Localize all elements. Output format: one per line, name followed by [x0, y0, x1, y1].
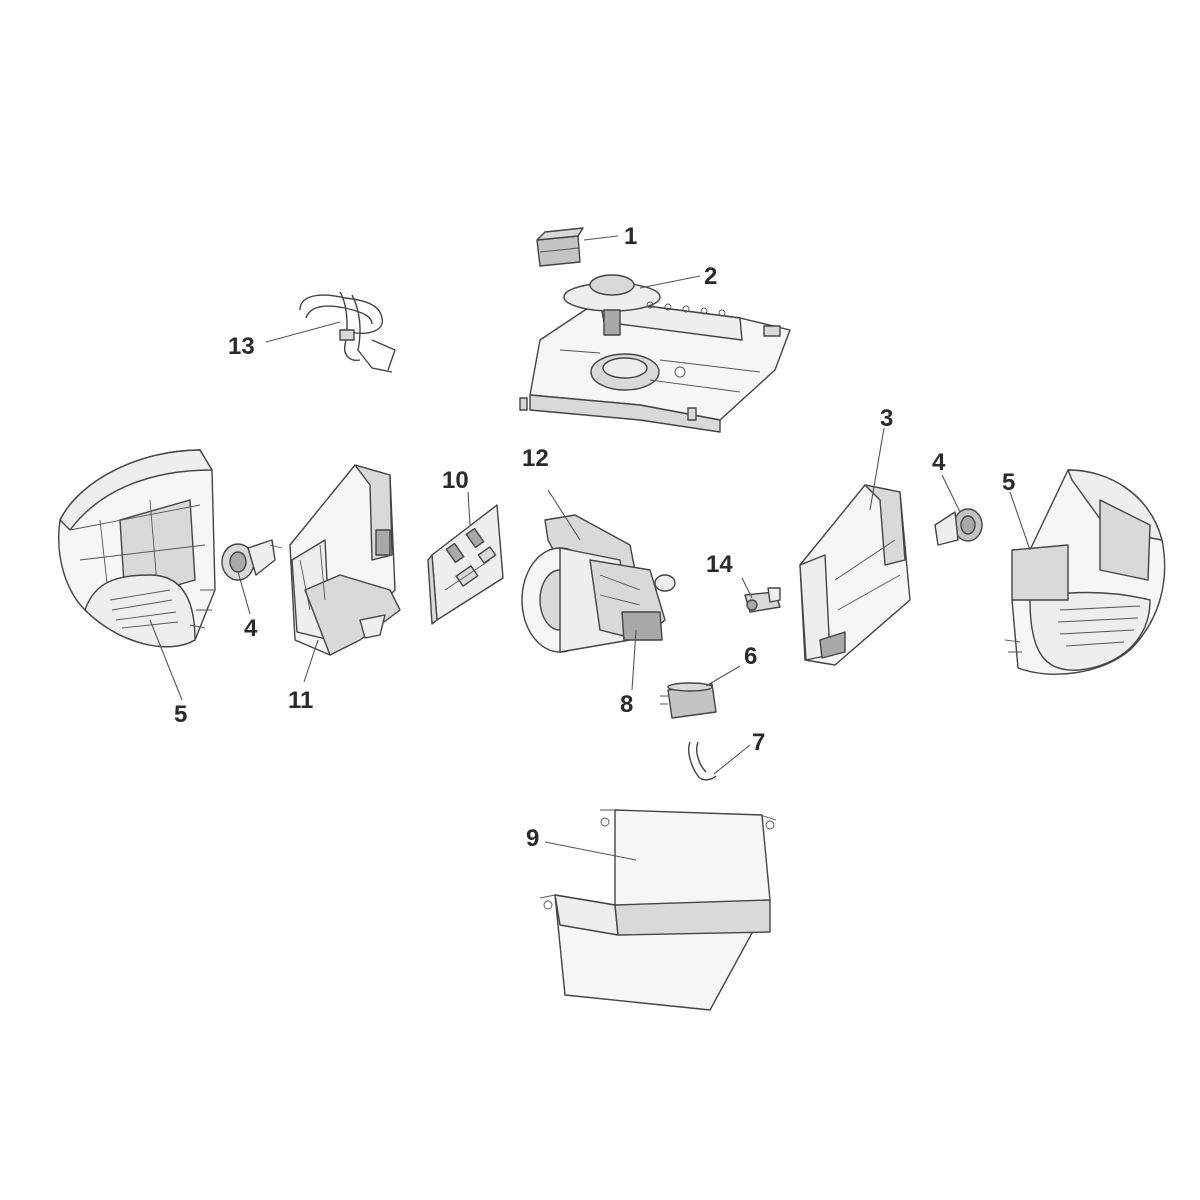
- callout-6: 6: [744, 643, 757, 670]
- callout-13: 13: [228, 333, 255, 360]
- callout-14: 14: [706, 551, 733, 578]
- callout-8: 8: [620, 691, 633, 718]
- leader-lines: [149, 235, 1031, 861]
- part-1-cap: [536, 227, 584, 267]
- part-11-left-housing: [289, 464, 401, 656]
- part-2-chassis: [519, 274, 791, 433]
- callout-9: 9: [526, 825, 539, 852]
- callout-12: 12: [522, 445, 549, 472]
- part-9-lower-cover: [539, 809, 777, 1011]
- part-14-limit-switch: [744, 587, 781, 613]
- part-12-motor-assembly: [521, 514, 676, 653]
- part-4-left-light-socket: [221, 539, 283, 581]
- callout-5-left: 5: [174, 701, 187, 728]
- callout-3: 3: [880, 405, 893, 432]
- callout-2: 2: [704, 263, 717, 290]
- part-10-circuit-board: [427, 504, 504, 625]
- callout-5-right: 5: [1002, 469, 1015, 496]
- part-3-right-housing: [799, 484, 911, 666]
- part-5-left-end-cover: [58, 449, 216, 648]
- callout-10: 10: [442, 467, 469, 494]
- callout-4-right: 4: [932, 449, 946, 476]
- callout-7: 7: [752, 729, 765, 756]
- part-5-right-end-cover: [1004, 469, 1166, 675]
- part-7-wire-clip: [688, 741, 717, 781]
- part-13-wire-harness: [299, 291, 396, 373]
- callout-11: 11: [288, 687, 313, 714]
- callout-1: 1: [624, 223, 637, 250]
- part-6-capacitor: [660, 682, 717, 719]
- callout-4-left: 4: [244, 615, 258, 642]
- callout-labels: 1 2 3 4 4 5 5 6 7 8 9 10 11 12 13 14: [174, 223, 1015, 852]
- part-4-right-light-socket: [934, 508, 983, 546]
